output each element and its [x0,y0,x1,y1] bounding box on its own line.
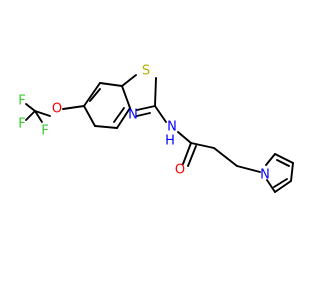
atom-label-n: N [260,168,270,183]
atom-labels: F F F O S N N H O N [18,64,270,183]
atom-label-s: S [142,64,150,79]
bond-lines [25,74,294,193]
molecule-structure: F F F O S N N H O N [18,63,294,193]
atom-label-f: F [18,94,25,109]
atom-label-f: F [18,117,25,132]
atom-label-h: H [165,134,175,149]
atom-label-n: N [128,108,138,123]
atom-label-o: O [52,102,62,117]
atom-label-o: O [175,163,185,178]
atom-label-n: N [167,120,177,135]
atom-label-f: F [41,124,48,139]
